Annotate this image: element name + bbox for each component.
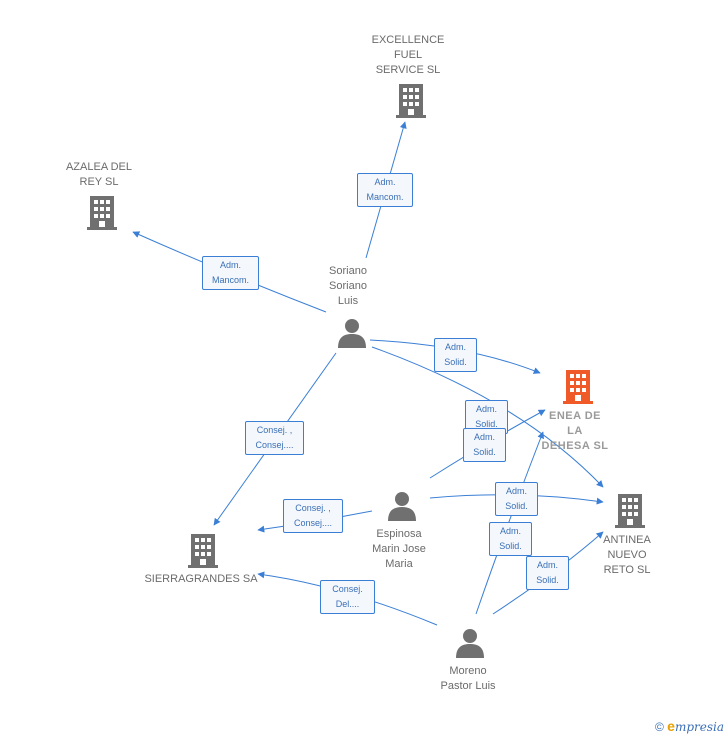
- company-label-excellence[interactable]: EXCELLENCE FUEL SERVICE SL: [371, 34, 445, 76]
- edge-label-espinosa-antinea[interactable]: Adm. Solid.: [495, 482, 538, 516]
- edge-label-moreno-enea[interactable]: Adm. Solid.: [489, 522, 532, 556]
- building-icon-azalea: [87, 196, 117, 230]
- empresia-logo-text: mpresia: [674, 720, 724, 734]
- person-icon-soriano: [338, 319, 366, 348]
- footer-brand: © empresia: [655, 718, 724, 734]
- edge-label-soriano-excellence[interactable]: Adm. Mancom.: [357, 173, 413, 207]
- company-label-antinea[interactable]: ANTINEA NUEVO RETO SL: [603, 534, 651, 576]
- edge-label-espinosa-sierragrandes[interactable]: Consej. , Consej....: [283, 499, 343, 533]
- edge-label-moreno-antinea[interactable]: Adm. Solid.: [526, 556, 569, 590]
- company-label-azalea[interactable]: AZALEA DEL REY SL: [65, 161, 133, 188]
- edge-label-soriano-enea[interactable]: Adm. Solid.: [434, 338, 477, 372]
- edge-label-soriano-sierragrandes[interactable]: Consej. , Consej....: [245, 421, 304, 455]
- company-label-enea[interactable]: ENEA DE LA DEHESA SL: [541, 410, 609, 452]
- building-icon-antinea: [615, 494, 645, 528]
- person-icon-moreno: [456, 629, 484, 658]
- edge-label-moreno-sierragrandes[interactable]: Consej. Del....: [320, 580, 375, 614]
- building-icon-enea: [563, 370, 593, 404]
- building-icon-excellence: [396, 84, 426, 118]
- empresia-logo-initial: e: [667, 718, 675, 734]
- edge-label-espinosa-enea[interactable]: Adm. Solid.: [463, 428, 506, 462]
- copyright-symbol: ©: [654, 720, 664, 734]
- building-icon-sierragrandes: [188, 534, 218, 568]
- edge-label-soriano-azalea[interactable]: Adm. Mancom.: [202, 256, 259, 290]
- person-label-espinosa[interactable]: Espinosa Marin Jose Maria: [372, 528, 426, 570]
- company-label-sierragrandes[interactable]: SIERRAGRANDES SA: [144, 573, 258, 585]
- person-label-moreno[interactable]: Moreno Pastor Luis: [440, 665, 496, 692]
- person-label-soriano[interactable]: Soriano Soriano Luis: [329, 265, 367, 307]
- person-icon-espinosa: [388, 492, 416, 521]
